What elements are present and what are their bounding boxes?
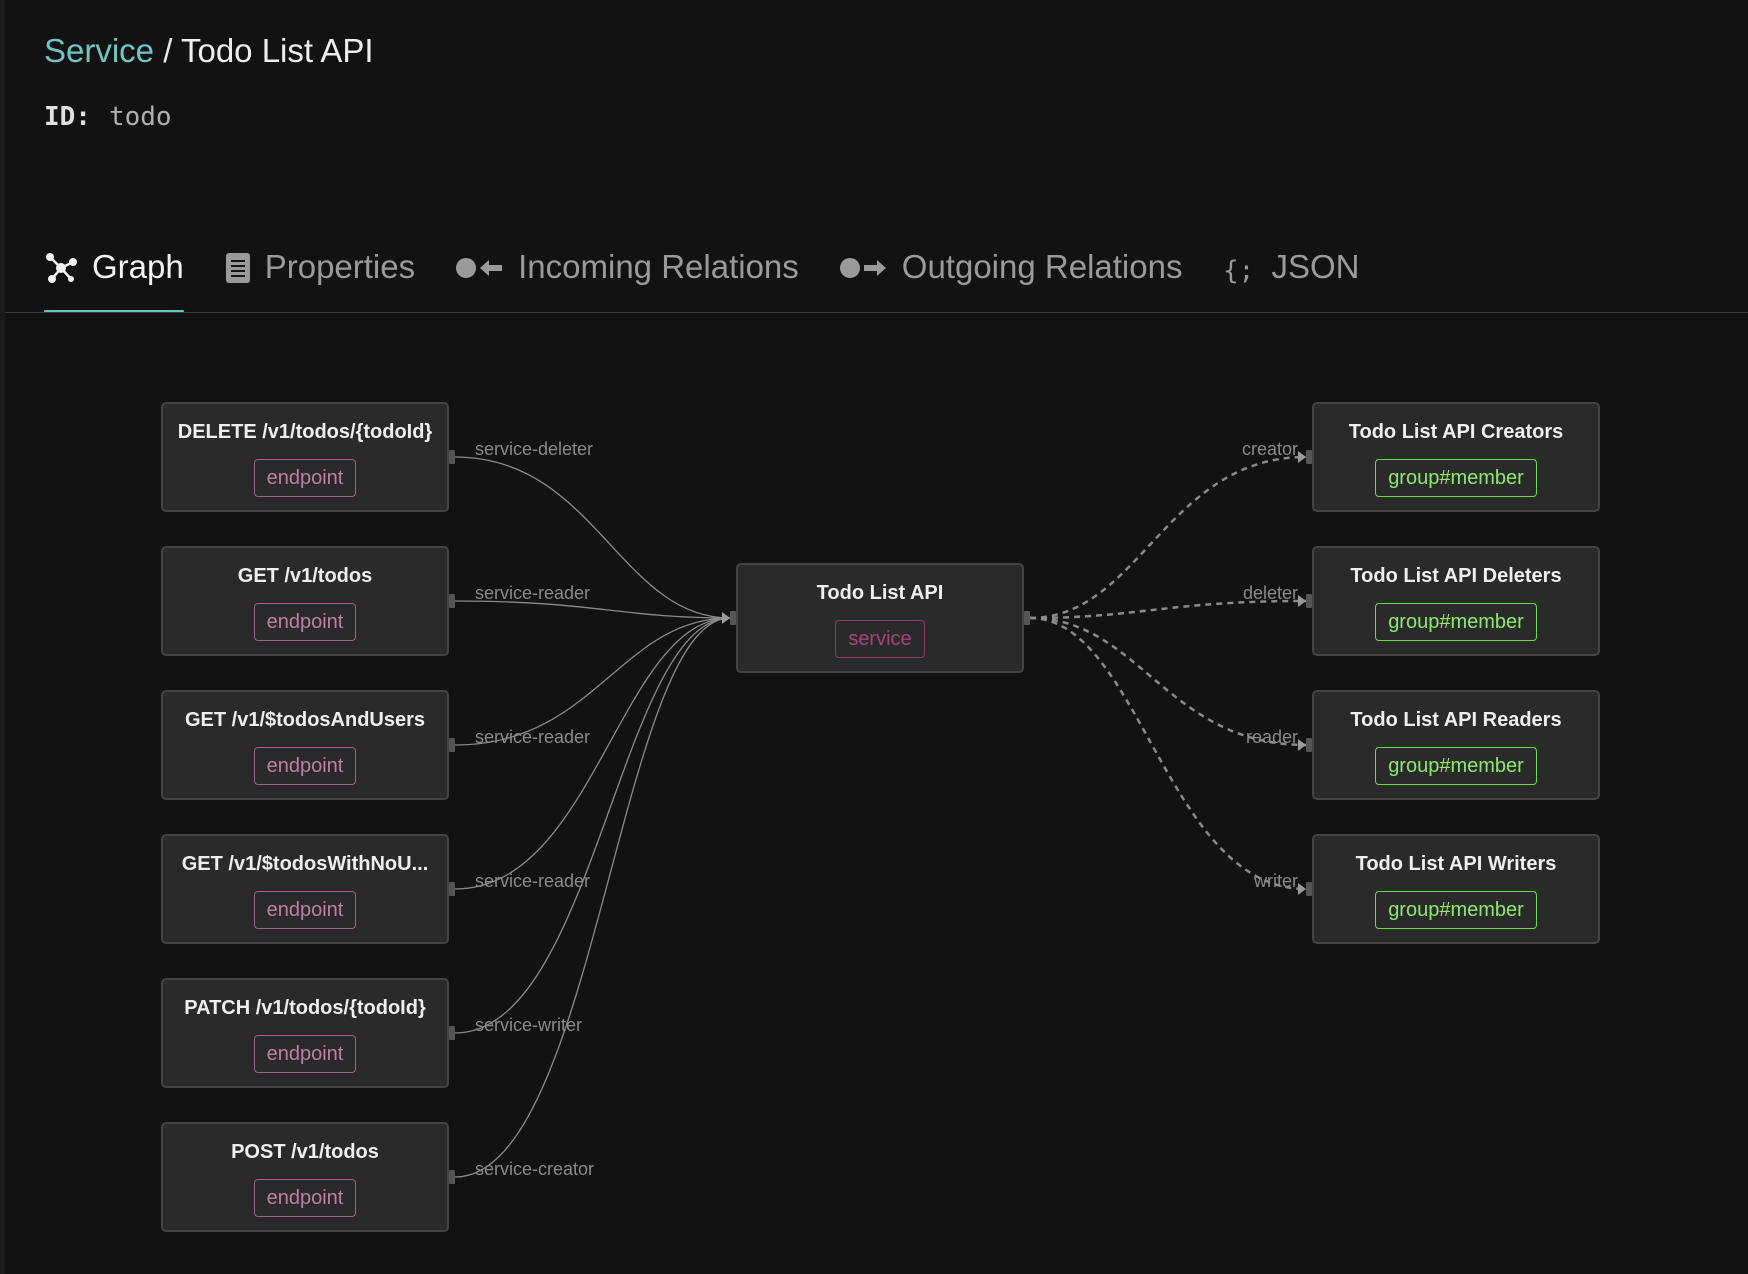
- endpoint-output-port[interactable]: [449, 594, 455, 608]
- edge-arrowhead: [1298, 739, 1306, 751]
- node-endpoint-3[interactable]: GET /v1/$todosWithNoU... endpoint: [161, 834, 449, 944]
- json-icon: {;}: [1223, 245, 1257, 286]
- edge-line: [1029, 616, 1307, 747]
- breadcrumb-separator: /: [163, 32, 173, 69]
- node-group-3[interactable]: Todo List API Writers group#member: [1312, 834, 1600, 944]
- edge-line: [1029, 455, 1307, 620]
- endpoint-badge: endpoint: [253, 891, 357, 929]
- node-title: PATCH /v1/todos/{todoId}: [184, 997, 426, 1019]
- tabs-divider: [5, 312, 1748, 313]
- id-label: ID:: [44, 102, 91, 132]
- node-endpoint-4[interactable]: PATCH /v1/todos/{todoId} endpoint: [161, 978, 449, 1088]
- graph-icon: [44, 245, 78, 284]
- edge-label: service-deleter: [475, 439, 594, 459]
- edge-line: [1029, 599, 1307, 620]
- tab-json[interactable]: {;} JSON: [1223, 245, 1359, 313]
- group-input-port[interactable]: [1306, 594, 1312, 608]
- node-group-1[interactable]: Todo List API Deleters group#member: [1312, 546, 1600, 656]
- node-title: GET /v1/$todosAndUsers: [184, 709, 426, 731]
- endpoint-badge: endpoint: [253, 459, 357, 497]
- endpoint-output-port[interactable]: [449, 450, 455, 464]
- group-badge: group#member: [1375, 747, 1537, 785]
- edge-label: reader: [1245, 727, 1298, 747]
- tab-outgoing-relations-label: Outgoing Relations: [901, 248, 1183, 285]
- edge-arrowhead: [1298, 883, 1306, 895]
- id-row: ID: todo: [44, 102, 374, 132]
- node-title: Todo List API Deleters: [1350, 565, 1562, 587]
- tab-outgoing-relations[interactable]: Outgoing Relations: [839, 245, 1183, 313]
- tab-graph-label: Graph: [92, 248, 184, 285]
- node-title: GET /v1/todos: [237, 565, 373, 587]
- tab-json-label: JSON: [1271, 248, 1360, 285]
- service-badge: service: [835, 620, 925, 658]
- node-title: Todo List API Readers: [1350, 709, 1562, 731]
- node-title: Todo List API Writers: [1355, 853, 1557, 875]
- edge-line: [454, 617, 731, 1034]
- endpoint-output-port[interactable]: [449, 882, 455, 896]
- node-endpoint-1[interactable]: GET /v1/todos endpoint: [161, 546, 449, 656]
- node-title: DELETE /v1/todos/{todoId}: [177, 421, 433, 443]
- edge-line: [454, 456, 731, 619]
- endpoint-output-port[interactable]: [449, 1026, 455, 1040]
- node-title: GET /v1/$todosWithNoU...: [181, 853, 429, 875]
- edge-label: writer: [1254, 871, 1298, 891]
- center-output-port[interactable]: [1024, 611, 1030, 625]
- center-input-port[interactable]: [730, 611, 736, 625]
- node-todo-list-api[interactable]: Todo List API service: [736, 563, 1024, 673]
- endpoint-output-port[interactable]: [449, 1170, 455, 1184]
- edge-line: [1029, 616, 1307, 891]
- tab-incoming-relations-label: Incoming Relations: [518, 248, 799, 285]
- edge-line: [454, 600, 731, 619]
- relation-graph: Todo List API service DELETE /v1/todos/{to…: [0, 313, 1748, 1274]
- group-badge: group#member: [1375, 459, 1537, 497]
- node-title: Todo List API Creators: [1348, 421, 1564, 443]
- node-group-2[interactable]: Todo List API Readers group#member: [1312, 690, 1600, 800]
- id-value: todo: [108, 102, 172, 132]
- node-endpoint-5[interactable]: POST /v1/todos endpoint: [161, 1122, 449, 1232]
- node-title: POST /v1/todos: [231, 1141, 379, 1163]
- edge-label: service-creator: [475, 1159, 595, 1179]
- edge-label: service-reader: [475, 871, 591, 891]
- edge-line: [454, 617, 731, 746]
- svg-text:{;}: {;}: [1223, 256, 1257, 286]
- endpoint-badge: endpoint: [253, 1035, 357, 1073]
- left-rail: [0, 0, 5, 1274]
- endpoint-badge: endpoint: [253, 603, 357, 641]
- node-endpoint-0[interactable]: DELETE /v1/todos/{todoId} endpoint: [161, 402, 449, 512]
- outgoing-relations-icon: [839, 245, 888, 284]
- endpoint-badge: endpoint: [253, 747, 357, 785]
- page-title: Todo List API: [180, 32, 374, 69]
- endpoint-badge: endpoint: [253, 1179, 357, 1217]
- node-group-0[interactable]: Todo List API Creators group#member: [1312, 402, 1600, 512]
- breadcrumb-service-link[interactable]: Service: [44, 32, 155, 69]
- edge-arrowhead: [1298, 595, 1306, 607]
- edge-label: service-reader: [475, 727, 591, 747]
- page-header: Service / Todo List API ID: todo: [44, 30, 374, 132]
- edge-line: [454, 617, 731, 1178]
- tab-properties-label: Properties: [264, 248, 416, 285]
- group-input-port[interactable]: [1306, 738, 1312, 752]
- group-input-port[interactable]: [1306, 882, 1312, 896]
- document-icon: [225, 245, 251, 284]
- edge-label: deleter: [1242, 583, 1298, 603]
- incoming-relations-icon: [456, 245, 504, 284]
- tab-incoming-relations[interactable]: Incoming Relations: [456, 245, 799, 313]
- edge-arrowhead: [1298, 451, 1306, 463]
- breadcrumb: Service / Todo List API: [44, 30, 374, 72]
- tab-bar: Graph Properties Incoming Relations: [44, 245, 1359, 313]
- edge-arrowhead: [722, 612, 730, 624]
- edge-label: service-writer: [475, 1015, 583, 1035]
- edge-line: [454, 617, 731, 890]
- endpoint-output-port[interactable]: [449, 738, 455, 752]
- edge-label: service-reader: [475, 583, 591, 603]
- group-badge: group#member: [1375, 891, 1537, 929]
- tab-properties[interactable]: Properties: [225, 245, 415, 313]
- graph-edges: [454, 451, 1307, 1178]
- node-title: Todo List API: [816, 582, 944, 604]
- group-input-port[interactable]: [1306, 450, 1312, 464]
- edge-label: creator: [1241, 439, 1298, 459]
- node-endpoint-2[interactable]: GET /v1/$todosAndUsers endpoint: [161, 690, 449, 800]
- tab-graph[interactable]: Graph: [44, 245, 184, 313]
- group-badge: group#member: [1375, 603, 1537, 641]
